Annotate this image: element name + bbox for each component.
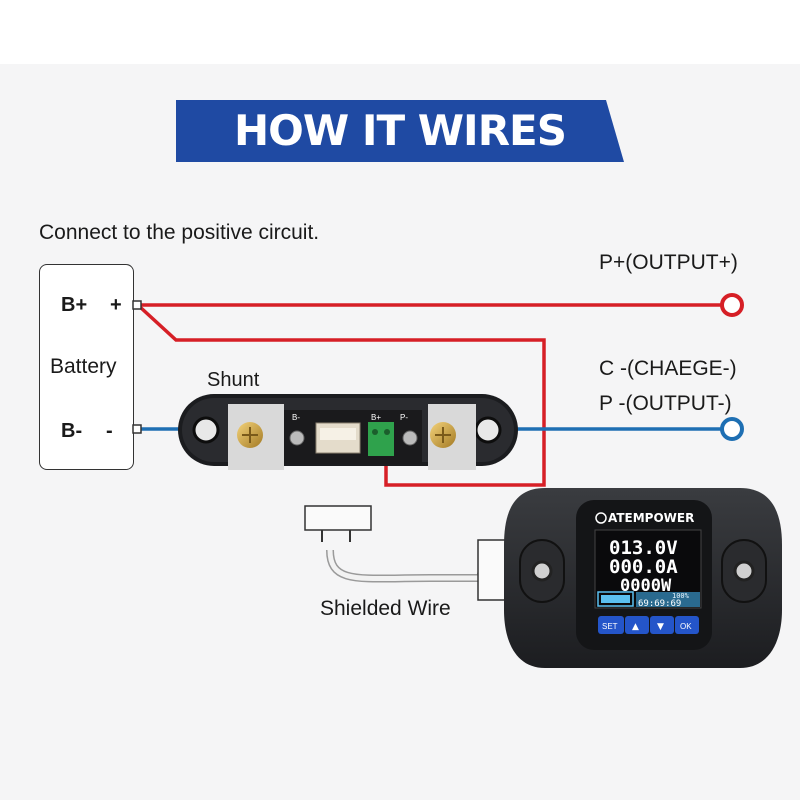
up-button[interactable]	[625, 616, 649, 634]
shunt: B- B+ P-	[178, 394, 518, 470]
time-readout: 69:69:69	[638, 599, 681, 609]
battery	[39, 264, 134, 470]
ok-button[interactable]	[675, 616, 699, 634]
shunt-pin-b-plus: B+	[371, 413, 381, 422]
page-title: HOW IT WIRES	[234, 106, 567, 155]
set-button[interactable]	[598, 616, 624, 634]
banner-shape	[176, 100, 624, 162]
output-negative-label: P -(OUTPUT-)	[599, 392, 732, 415]
shunt-green-connector	[368, 422, 394, 456]
current-readout: 000.0A	[609, 556, 678, 578]
instruction-text: Connect to the positive circuit.	[39, 221, 320, 244]
mount-hole-right	[733, 560, 755, 582]
shunt-pin-p-minus: P-	[400, 413, 408, 422]
battery-neg-terminal: B-	[61, 420, 83, 442]
top-margin	[0, 0, 800, 64]
battery-pos-terminal: B+	[61, 294, 88, 316]
meter-brand: ATEMPOWER	[608, 511, 694, 525]
shielded-cable	[304, 505, 522, 601]
battery-neg-sign: -	[106, 420, 113, 442]
voltage-readout: 013.0V	[609, 537, 678, 559]
down-button[interactable]	[650, 616, 674, 634]
up-arrow-icon: ▲	[632, 622, 639, 632]
charge-negative-label: C -(CHAEGE-)	[599, 357, 737, 380]
battery-label: Battery	[50, 355, 117, 378]
battery-percent-readout: 100%	[672, 592, 690, 600]
battery-monitor-meter: ATEMPOWER 013.0V 000.0A 0000W 100% 69:69…	[504, 488, 782, 668]
battery-neg-post	[132, 424, 142, 434]
down-arrow-icon: ▼	[657, 622, 664, 632]
mount-hole-left	[531, 560, 553, 582]
title-banner: HOW IT WIRES	[176, 100, 624, 162]
battery-pos-post	[132, 300, 142, 310]
battery-pos-sign: +	[110, 294, 122, 316]
battery-level-icon	[597, 591, 634, 607]
output-negative-terminal	[720, 417, 744, 441]
output-positive-terminal	[720, 293, 744, 317]
output-positive-label: P+(OUTPUT+)	[599, 251, 738, 274]
positive-wire	[137, 303, 722, 487]
set-button-label: SET	[602, 622, 618, 631]
shielded-wire-label: Shielded Wire	[320, 597, 451, 620]
power-readout: 0000W	[620, 576, 672, 596]
brand-logo-icon	[595, 512, 607, 524]
ok-button-label: OK	[680, 622, 692, 631]
cable-connector-left	[304, 505, 372, 531]
shunt-pin-b-minus: B-	[292, 413, 300, 422]
shunt-label: Shunt	[207, 369, 260, 391]
